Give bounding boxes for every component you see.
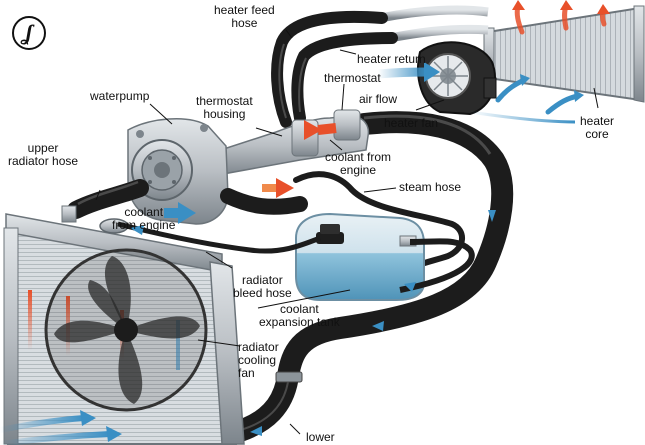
- steam-hose-arrow: [262, 178, 294, 198]
- tank-outlet-hose: [399, 238, 475, 293]
- incoming-air-arrows: [0, 410, 122, 445]
- lower-hose-flow-arrows: [250, 210, 496, 436]
- label-radiator-bleed-hose: radiator bleed hose: [233, 273, 292, 300]
- label-leader-lines: [95, 29, 599, 435]
- radiator-cooling-fan: [44, 248, 208, 412]
- label-heater-core: heater core: [580, 114, 615, 141]
- label-heater-fan: heater fan: [384, 116, 439, 130]
- label-coolant-from-engine-bottom: coolant from engine: [112, 205, 176, 232]
- logo-glyph: ʆ: [25, 20, 33, 45]
- publisher-logo: ʆ: [12, 16, 46, 50]
- label-heater-return: heater return: [357, 52, 426, 66]
- heater-core-hot-air-arrows: [512, 0, 610, 35]
- label-coolant-from-engine-top: coolant from engine: [325, 150, 392, 177]
- label-radiator-cooling-fan: radiator cooling fan: [238, 340, 279, 380]
- label-heater-feed-hose: heater feed hose: [214, 3, 275, 30]
- label-lower: lower: [306, 430, 335, 444]
- bypass-hose: [220, 188, 308, 215]
- heater-core-cool-air-arrows: [495, 74, 584, 115]
- label-upper-radiator-hose: upper radiator hose: [8, 141, 79, 168]
- label-thermostat-housing: thermostat housing: [196, 94, 253, 121]
- label-thermostat: thermostat: [324, 71, 381, 85]
- thermostat: [333, 109, 361, 141]
- label-steam-hose: steam hose: [399, 180, 462, 194]
- steam-hose: [293, 171, 465, 285]
- coolant-from-engine-arrow-bottom: [164, 202, 196, 224]
- heater-pipes: [379, 5, 489, 43]
- label-coolant-expansion-tank: coolant expansion tank: [259, 302, 340, 329]
- label-air-flow: air flow: [359, 92, 398, 106]
- radiator-bleed-hose: [117, 221, 321, 254]
- heater-fan: [417, 41, 497, 116]
- coolant-expansion-tank: [295, 212, 425, 301]
- air-flow-arrow: [377, 62, 576, 124]
- upper-radiator-hose: [61, 179, 149, 223]
- heater-feed-hose: [271, 10, 388, 128]
- heater-return-hose: [291, 32, 398, 124]
- hose-clamp: [275, 371, 303, 383]
- coolant-from-engine-arrow-top: [304, 120, 337, 140]
- label-waterpump: waterpump: [90, 89, 150, 103]
